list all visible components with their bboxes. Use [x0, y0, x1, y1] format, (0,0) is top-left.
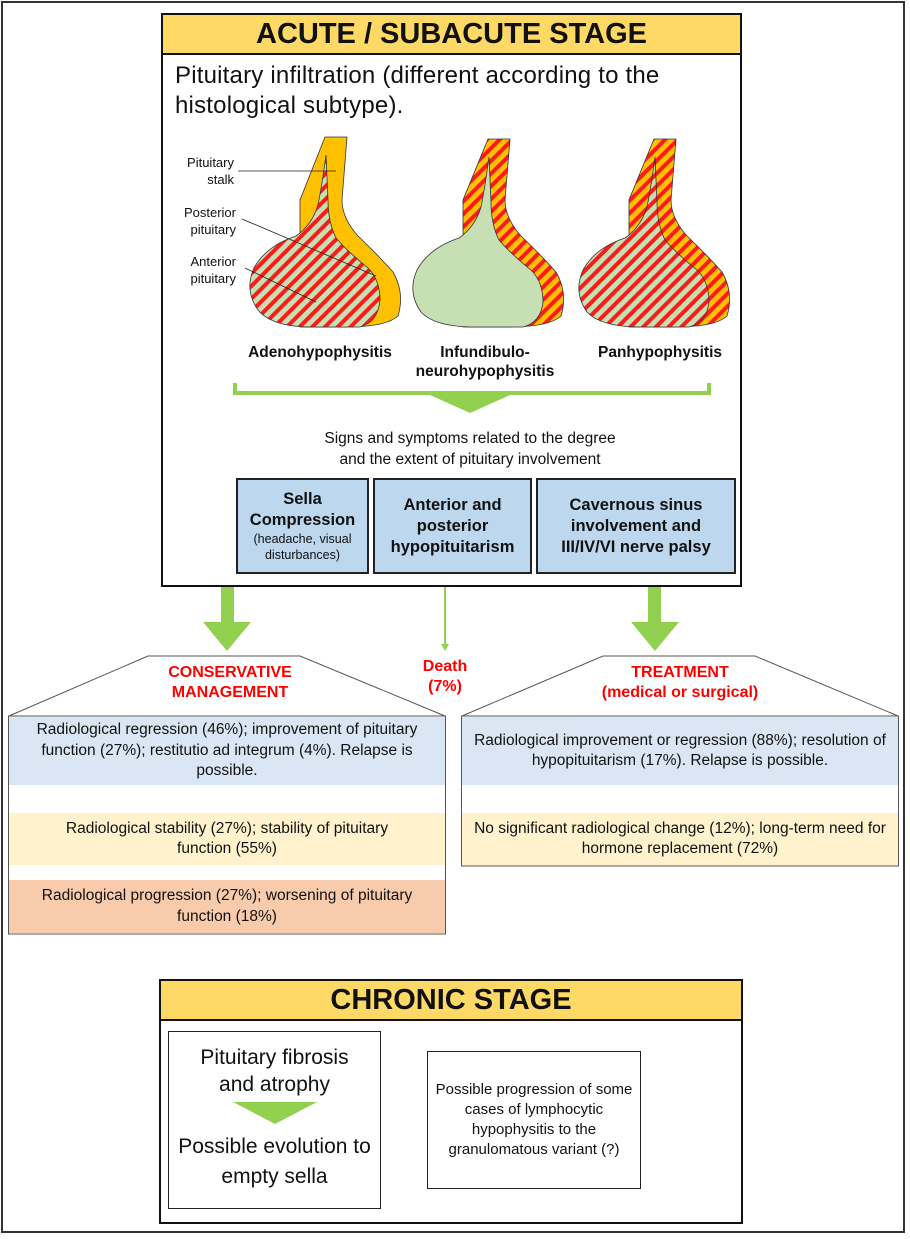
conservative-outcome-stability: Radiological stability (27%); stability … [9, 813, 445, 865]
posterior-pointer [241, 218, 377, 277]
fibrosis-box: Pituitary fibrosis and atrophy Possible … [168, 1031, 381, 1209]
acute-stage-header: ACUTE / SUBACUTE STAGE [163, 15, 740, 55]
chronic-stage-box: CHRONIC STAGE [159, 979, 743, 1224]
anterior-pointer [244, 267, 317, 303]
flow-connectors [8, 587, 899, 935]
conservative-outcome-progression: Radiological progression (27%); worsenin… [9, 880, 445, 933]
type-infundibulo-neurohypophysitis: Infundibulo- neurohypophysitis [415, 344, 555, 380]
acute-intro-text: Pituitary infiltration (different accord… [175, 62, 660, 119]
arrow-to-death [441, 587, 449, 651]
type-panhypophysitis: Panhypophysitis [597, 344, 723, 361]
conservative-outcome-regression: Radiological regression (46%); improveme… [9, 717, 445, 785]
chronic-stage-header: CHRONIC STAGE [161, 981, 741, 1021]
adenohypophysitis-diagram [238, 136, 401, 328]
treatment-title: TREATMENT (medical or surgical) [601, 664, 759, 701]
anterior-pituitary-shape [249, 154, 381, 328]
granulomatous-text: Possible progression of some cases of ly… [435, 1081, 633, 1158]
anterior-pituitary-normal [412, 156, 544, 328]
pituitary-diagrams [233, 136, 730, 413]
arrow-to-treatment [631, 587, 679, 651]
death-label: Death (7%) [422, 658, 468, 695]
empty-sella-text: Possible evolution to empty sella [178, 1135, 371, 1188]
panhypophysitis-diagram [578, 138, 730, 328]
infundibulo-neurohypophysitis-diagram [412, 138, 564, 328]
sella-compression-box: Sella Compression (headache, visual dist… [236, 478, 369, 574]
type-adenohypophysitis: Adenohypophysitis [248, 344, 392, 361]
convergence-bracket [233, 383, 711, 413]
hypopituitarism-box: Anterior and posterior hypopituitarism [373, 478, 532, 574]
conservative-title: CONSERVATIVE MANAGEMENT [168, 664, 292, 701]
fibrosis-text: Pituitary fibrosis and atrophy [200, 1046, 349, 1096]
label-pituitary-stalk: Pituitary stalk [187, 155, 234, 187]
cavernous-sinus-box: Cavernous sinus involvement and III/IV/V… [536, 478, 736, 574]
treatment-outcome-improvement: Radiological improvement or regression (… [462, 717, 898, 785]
label-posterior-pituitary: Posterior pituitary [183, 205, 236, 237]
signs-symptoms-text: Signs and symptoms related to the degree… [324, 430, 616, 468]
treatment-outcome-no-change: No significant radiological change (12%)… [462, 813, 898, 865]
label-anterior-pituitary: Anterior pituitary [190, 254, 236, 286]
anterior-pituitary-inflamed [578, 156, 710, 328]
evolution-arrow [232, 1102, 317, 1124]
granulomatous-progression-box: Possible progression of some cases of ly… [427, 1051, 641, 1189]
bracket-arrow-head [430, 395, 510, 413]
arrow-to-conservative [203, 587, 251, 651]
